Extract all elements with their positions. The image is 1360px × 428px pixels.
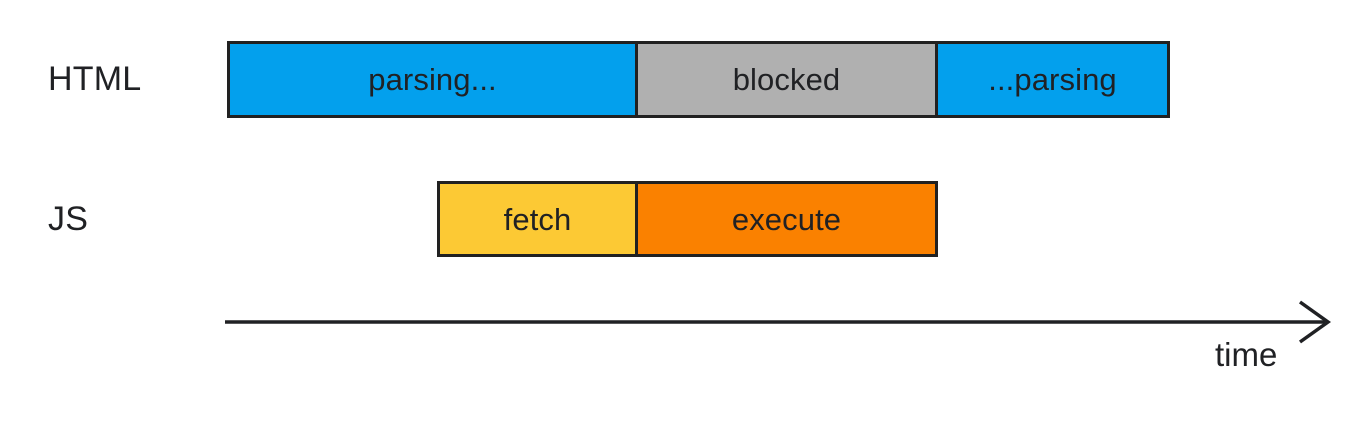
time-axis-label: time [1215, 336, 1278, 373]
segment-label: blocked [732, 62, 841, 97]
row-label-html: HTML [48, 60, 142, 98]
segment-js-fetch[interactable]: fetch [437, 181, 638, 257]
segment-html-parsing-resumed[interactable]: ...parsing [935, 41, 1170, 118]
time-axis [225, 300, 1335, 348]
segment-js-execute[interactable]: execute [635, 181, 938, 257]
arrow-right-icon [1298, 300, 1332, 344]
timeline-track-js: fetch execute [437, 181, 938, 257]
segment-html-parsing[interactable]: parsing... [227, 41, 638, 118]
timeline-track-html: parsing... blocked ...parsing [227, 41, 1170, 118]
segment-label: ...parsing [988, 62, 1117, 97]
segment-label: parsing... [368, 62, 497, 97]
segment-label: execute [731, 201, 842, 237]
segment-html-blocked[interactable]: blocked [635, 41, 938, 118]
segment-label: fetch [503, 201, 572, 237]
row-label-js: JS [48, 200, 89, 238]
